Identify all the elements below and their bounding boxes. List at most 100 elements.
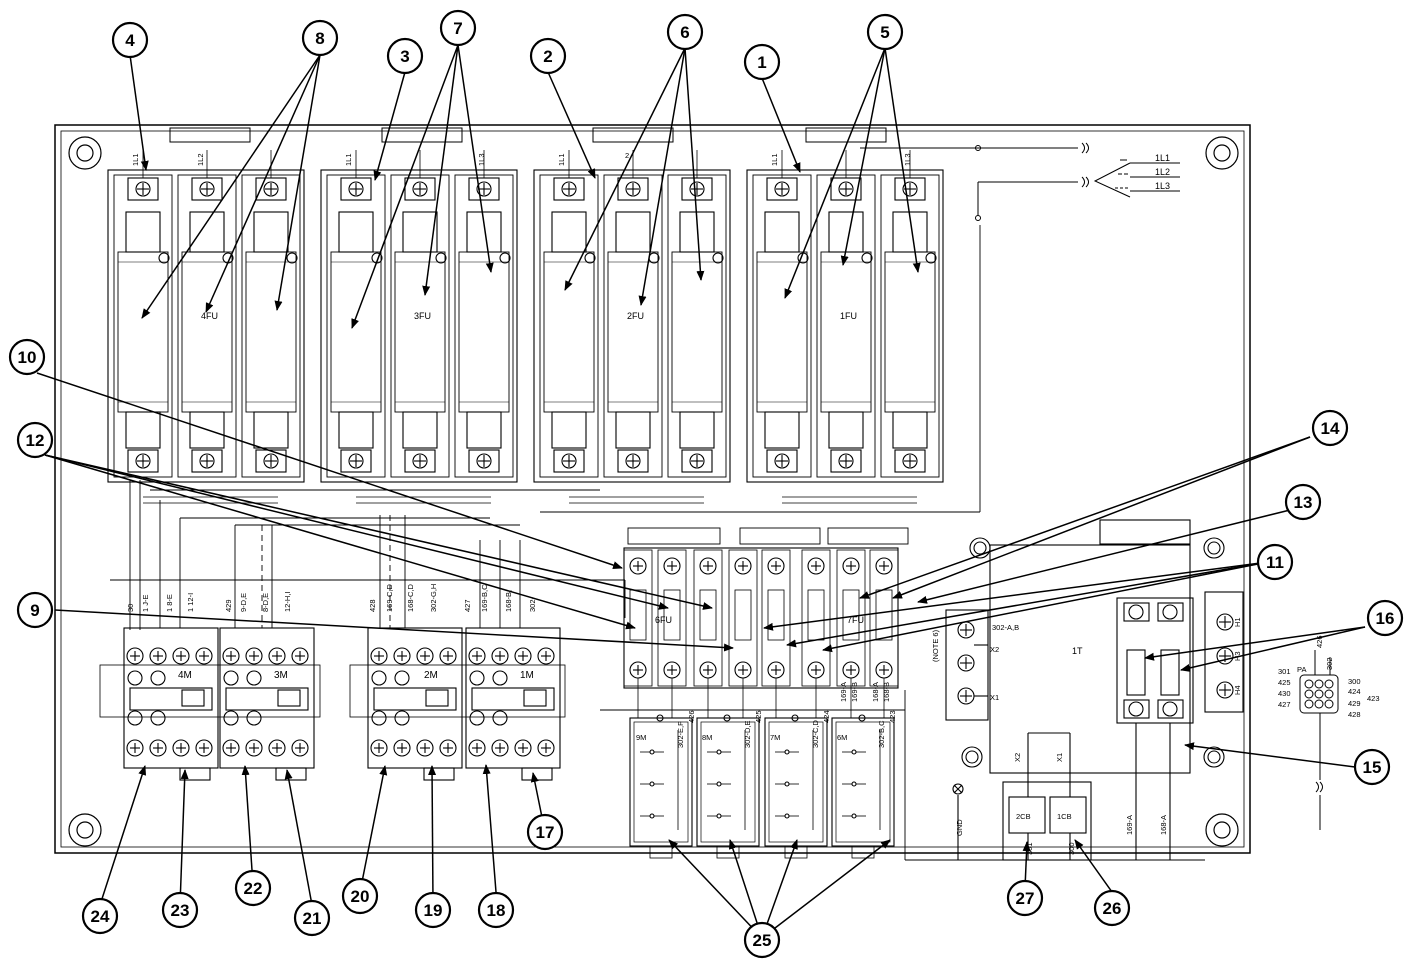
callout-1: 1: [743, 43, 781, 81]
leader-arrow: [840, 47, 886, 266]
wire-2M-b: 169-C,D: [385, 583, 394, 612]
relay-label-6M: 6M: [837, 733, 847, 742]
wire-1M-d: 302-: [528, 596, 537, 612]
callout-circle: [234, 869, 272, 907]
plug-PA: [1299, 650, 1339, 830]
leader-arrow: [36, 372, 623, 569]
fuse4-terminal-a: 1L1: [131, 153, 140, 166]
contactor-label-1M: 1M: [520, 670, 534, 681]
callout-number: 8: [315, 29, 324, 48]
relays: [629, 714, 895, 859]
callout-circle: [386, 37, 424, 75]
callout-circle: [666, 13, 704, 51]
callout-9: 9: [16, 591, 54, 629]
plug-right-429: 429: [1348, 699, 1361, 708]
wire-4M-b: 1 J-E: [141, 594, 150, 612]
leader-arrow: [859, 436, 1311, 599]
leader-arrow: [457, 44, 494, 273]
relay-6M: [831, 714, 895, 859]
fuse-pole: [326, 150, 386, 478]
fuse-wire-169-A: 169-A: [839, 682, 848, 702]
mounting-hole-bottom-left: [68, 813, 102, 847]
fuse-pole: [539, 150, 599, 478]
transformer-x2: X2: [990, 645, 999, 654]
wire-3M-b: 9-D,E: [239, 593, 248, 612]
small-fuse-pole: [761, 549, 791, 718]
callout-27: 27: [1006, 879, 1044, 917]
leader-arrow: [428, 765, 437, 903]
callout-number: 18: [487, 901, 506, 920]
callout-25: 25: [743, 921, 781, 959]
fuse1-terminal-b: 1L3: [903, 153, 912, 166]
leader-arrow: [884, 47, 921, 273]
callout-number: 12: [26, 431, 45, 450]
fuse-block-4FU: [107, 150, 305, 504]
mounting-hole-top-right: [1205, 136, 1239, 170]
breaker-top-x2: X2: [1013, 753, 1022, 762]
callout-circle: [866, 13, 904, 51]
callout-circle: [477, 891, 515, 929]
callout-6: 6: [666, 13, 704, 51]
fuse-label-2FU: 2FU: [627, 311, 644, 321]
leader-arrow: [373, 71, 406, 181]
callout-24: 24: [81, 897, 119, 935]
callout-12: 12: [16, 421, 54, 459]
callout-number: 20: [351, 887, 370, 906]
leader-arrow: [205, 54, 321, 313]
relay-label-7M: 7M: [770, 733, 780, 742]
callout-number: 14: [1321, 419, 1340, 438]
callout-circle: [161, 891, 199, 929]
callout-circle: [8, 338, 46, 376]
callout-number: 26: [1103, 899, 1122, 918]
relay-9M-wire2: 426: [687, 710, 696, 723]
callout-number: 17: [536, 823, 555, 842]
callout-circle: [529, 37, 567, 75]
contactor-3M: [219, 627, 315, 781]
leader-arrow: [274, 54, 321, 311]
plug-left-425: 425: [1278, 678, 1291, 687]
leader-arrow: [351, 44, 459, 329]
small-fuse-pole: [801, 549, 831, 718]
leader-arrow: [241, 765, 254, 886]
leader-arrow: [99, 765, 147, 906]
wire-3M-d: 12-H,I: [283, 592, 292, 612]
callout-circle: [111, 21, 149, 59]
small-fuse-pole: [657, 549, 687, 718]
transformer-h4: H4: [1233, 685, 1242, 695]
callout-number: 25: [753, 931, 772, 950]
relay-8M-wire1: 302-D,E: [743, 720, 752, 748]
callout-7: 7: [439, 9, 477, 47]
callout-number: 15: [1363, 758, 1382, 777]
fuse3-terminal-a: 1L1: [344, 153, 353, 166]
callout-23: 23: [161, 891, 199, 929]
callout-number: 13: [1294, 493, 1313, 512]
callout-circle: [743, 43, 781, 81]
transformer-lead-168A: 168-A: [1159, 815, 1168, 835]
callout-circle: [341, 877, 379, 915]
fuse-label-7FU: 7FU: [847, 615, 864, 625]
transformer-note: (NOTE 6): [931, 629, 940, 662]
callout-21: 21: [293, 899, 331, 937]
contactors: [99, 627, 566, 781]
wiring: [110, 225, 1205, 861]
relay-label-9M: 9M: [636, 733, 646, 742]
wire-1M-a: 427: [463, 599, 472, 612]
fuse3-terminal-b: 1L3: [477, 153, 486, 166]
callout-number: 4: [125, 31, 135, 50]
plug-left-427: 427: [1278, 700, 1291, 709]
leader-arrow: [1180, 626, 1366, 672]
transformer-fuse-holder: [1116, 597, 1194, 860]
callout-2: 2: [529, 37, 567, 75]
fuse-pole: [390, 150, 450, 478]
callout-circle: [743, 921, 781, 959]
callout-circle: [16, 591, 54, 629]
callout-number: 6: [680, 23, 689, 42]
callout-number: 7: [453, 19, 462, 38]
callout-circle: [1366, 599, 1404, 637]
fuse-pole: [454, 150, 514, 478]
leader-arrow: [761, 839, 891, 939]
leader-arrow: [917, 509, 1291, 604]
breaker-assembly: [952, 732, 1092, 861]
